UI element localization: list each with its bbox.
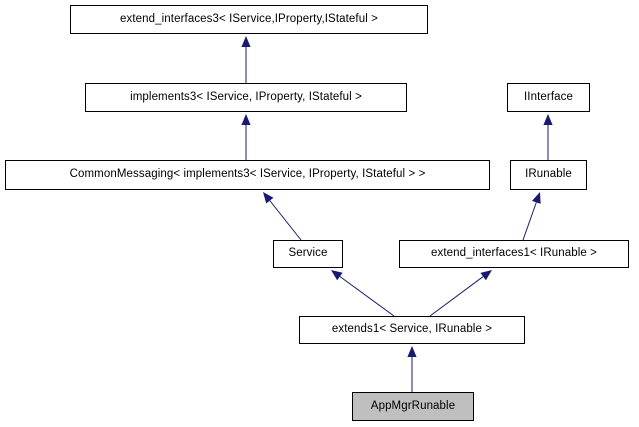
uml-class-label: CommonMessaging< implements3< IService, … [69,168,426,181]
uml-class-label: IInterface [524,90,573,103]
uml-class-node-implements3[interactable]: implements3< IService, IProperty, IState… [85,83,407,112]
uml-class-label: Service [288,247,328,260]
uml-class-node-extend_interfaces3[interactable]: extend_interfaces3< IService,IProperty,I… [70,5,428,34]
uml-class-label: extend_interfaces1< IRunable > [430,247,598,260]
inheritance-arrowhead-icon [263,192,274,204]
uml-class-node-iinterface[interactable]: IInterface [507,83,590,112]
uml-class-node-extend_interfaces1[interactable]: extend_interfaces1< IRunable > [399,240,629,268]
inheritance-edge-extend_interfaces1-to-irunable [522,192,541,241]
inheritance-arrowhead-icon [480,270,492,281]
uml-class-label: AppMgrRunable [370,399,456,412]
inheritance-arrowhead-icon [543,114,553,125]
inheritance-arrowhead-icon [407,346,417,357]
edge-line [522,202,537,241]
uml-class-label: extend_interfaces3< IService,IProperty,I… [120,12,378,25]
inheritance-edge-service-to-commonmessaging [263,192,302,241]
inheritance-edge-appmgrrunable-to-extends1 [407,346,417,392]
uml-class-label: IRunable [525,168,572,181]
inheritance-edge-implements3-to-extend_interfaces3 [241,36,251,83]
uml-class-label: implements3< IService, IProperty, IState… [130,90,362,103]
inheritance-arrowhead-icon [531,192,541,204]
inheritance-arrowhead-icon [241,114,251,125]
uml-class-node-service[interactable]: Service [273,240,343,268]
edge-line [429,276,484,317]
inheritance-edge-extends1-to-extend_interfaces1 [429,270,492,317]
edge-line [339,276,395,317]
inheritance-arrowhead-icon [241,36,251,47]
inheritance-arrowhead-icon [331,270,343,281]
inheritance-edge-irunable-to-iinterface [543,114,553,160]
inheritance-edge-extends1-to-service [331,270,395,317]
inheritance-edge-commonmessaging-to-implements3 [241,114,251,160]
uml-class-node-appmgrrunable[interactable]: AppMgrRunable [352,392,474,421]
uml-class-label: extends1< Service, IRunable > [331,323,493,336]
edge-line [269,200,302,241]
uml-class-node-irunable[interactable]: IRunable [510,160,587,190]
uml-class-node-commonmessaging[interactable]: CommonMessaging< implements3< IService, … [5,160,490,190]
uml-class-node-extends1[interactable]: extends1< Service, IRunable > [299,316,525,344]
